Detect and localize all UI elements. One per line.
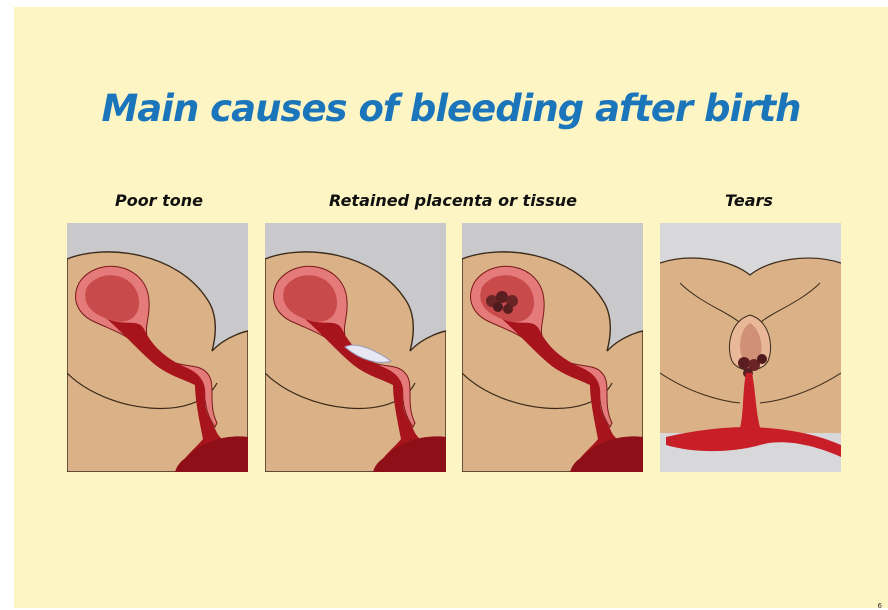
perineal-tear-image (660, 223, 841, 472)
page-number: 6 (878, 602, 882, 610)
slide: Main causes of bleeding after birth Poor… (14, 7, 888, 608)
uterus-retained-tissue-image (462, 223, 643, 472)
uterus-poor-tone-image (67, 223, 248, 472)
uterus-retained-membrane-image (265, 223, 446, 472)
caption-tears: Tears (725, 191, 773, 210)
retained-placenta-illustration-1 (265, 223, 446, 472)
tears-illustration (660, 223, 841, 472)
caption-retained-placenta: Retained placenta or tissue (329, 191, 577, 210)
poor-tone-illustration (67, 223, 248, 472)
slide-title: Main causes of bleeding after birth (14, 87, 888, 130)
retained-placenta-illustration-2 (462, 223, 643, 472)
caption-poor-tone: Poor tone (115, 191, 203, 210)
